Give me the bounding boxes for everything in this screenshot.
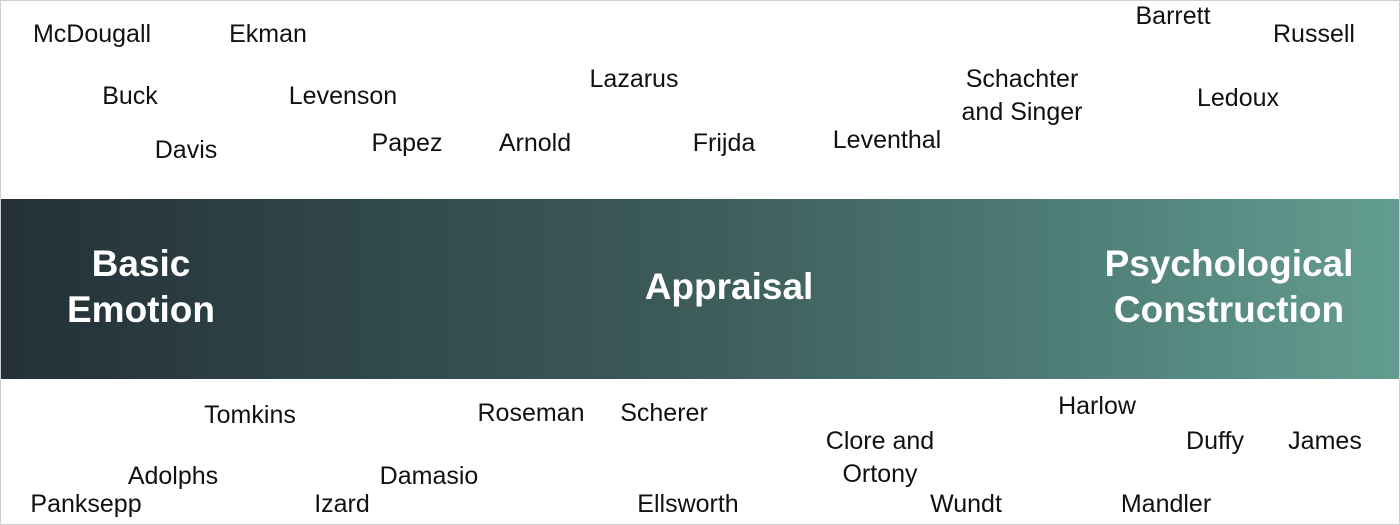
theorist-panksepp: Panksepp	[30, 490, 142, 518]
theorist-arnold: Arnold	[498, 129, 572, 157]
theorist-izard: Izard	[314, 490, 370, 518]
category-construction-line2: Construction	[1113, 289, 1345, 330]
theorist-tomkins: Tomkins	[204, 401, 296, 429]
theorist-davis: Davis	[154, 136, 218, 164]
theorist-roseman: Roseman	[477, 399, 585, 427]
category-psychological-construction: Psychological Construction	[1105, 241, 1354, 333]
category-basic-line2: Emotion	[67, 289, 215, 330]
theorist-ellsworth: Ellsworth	[637, 490, 739, 518]
theorist-buck: Buck	[102, 82, 158, 110]
theorist-clore-and-ortony: Clore and Ortony	[826, 425, 934, 491]
theorist-schachter-line1: Schachter	[965, 65, 1079, 93]
theorist-russell: Russell	[1273, 20, 1355, 48]
theorist-scherer: Scherer	[620, 399, 708, 427]
theorist-harlow: Harlow	[1058, 392, 1136, 420]
theorist-barrett: Barrett	[1135, 2, 1211, 30]
theorist-clore-line1: Clore and	[825, 427, 935, 455]
theorist-lazarus: Lazarus	[589, 65, 679, 93]
category-appraisal: Appraisal	[645, 264, 814, 310]
theorist-schachter-and-singer: Schachter and Singer	[962, 63, 1083, 129]
category-basic-line1: Basic	[91, 243, 191, 284]
theorist-duffy: Duffy	[1186, 427, 1244, 455]
theorist-adolphs: Adolphs	[127, 462, 219, 490]
theorist-frijda: Frijda	[692, 129, 756, 157]
theorist-james: James	[1288, 427, 1362, 455]
theorist-papez: Papez	[371, 129, 443, 157]
theory-spectrum-band	[0, 199, 1400, 379]
theorist-leventhal: Leventhal	[832, 126, 942, 154]
theorist-levenson: Levenson	[288, 82, 398, 110]
theorist-mcdougall: McDougall	[32, 20, 152, 48]
theorist-clore-line2: Ortony	[842, 460, 918, 488]
theorist-schachter-line2: and Singer	[961, 98, 1083, 126]
theorist-damasio: Damasio	[379, 462, 479, 490]
theorist-mandler: Mandler	[1120, 490, 1212, 518]
category-basic-emotion: Basic Emotion	[67, 241, 215, 333]
category-appraisal-line1: Appraisal	[644, 266, 814, 307]
theorist-wundt: Wundt	[930, 490, 1002, 518]
category-construction-line1: Psychological	[1104, 243, 1354, 284]
theorist-ekman: Ekman	[229, 20, 307, 48]
theorist-ledoux: Ledoux	[1196, 84, 1280, 112]
